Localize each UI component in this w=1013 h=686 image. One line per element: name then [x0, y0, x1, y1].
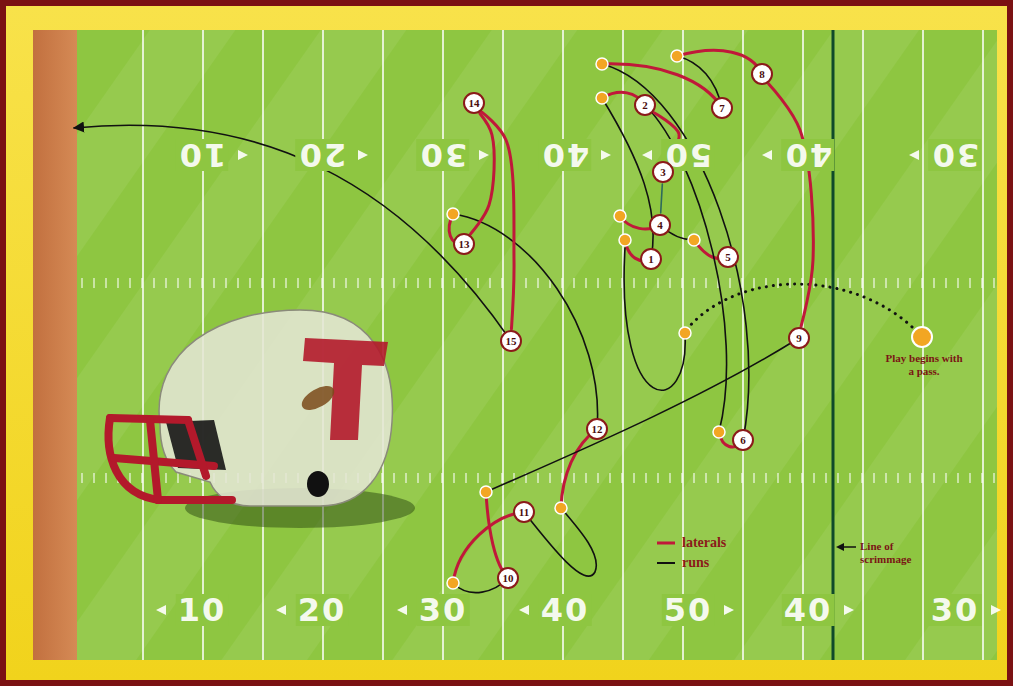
- player-number-text: 1: [648, 254, 654, 265]
- legend-text: laterals: [682, 535, 726, 551]
- player-number-text: 3: [660, 167, 666, 178]
- player-number: 8: [751, 63, 773, 85]
- player-number-text: 12: [592, 424, 603, 435]
- field-turf: [33, 30, 997, 660]
- yard-number: 30: [929, 139, 982, 171]
- legend: laterals runs: [656, 533, 726, 573]
- player-number: 6: [732, 429, 754, 451]
- helmet-illustration: [109, 310, 415, 528]
- player-number: 2: [634, 94, 656, 116]
- player-number-text: 11: [519, 507, 529, 518]
- scrimmage-label: Line of scrimmage: [860, 540, 926, 565]
- player-number: 5: [717, 246, 739, 268]
- legend-entry: laterals: [656, 533, 726, 553]
- lateral-connector: [482, 112, 514, 329]
- player-number-text: 8: [759, 69, 765, 80]
- lateral-connector: [661, 184, 663, 213]
- yard-lines: [143, 30, 983, 660]
- player-number-text: 13: [459, 239, 470, 250]
- player-number-text: 7: [719, 103, 725, 114]
- lateral-connector: [769, 84, 814, 326]
- yard-number: 20: [296, 139, 349, 171]
- player-number-text: 6: [740, 435, 746, 446]
- player-number: 15: [500, 330, 522, 352]
- player-number: 4: [649, 214, 671, 236]
- player-number-text: 14: [469, 98, 480, 109]
- turf-stripes: [33, 30, 997, 660]
- ball-carrier-dots: [447, 50, 725, 589]
- legend-line-sample: [656, 538, 676, 548]
- lateral-paths: [449, 50, 762, 583]
- legend-line-sample: [656, 558, 676, 568]
- yard-number: 40: [782, 594, 835, 626]
- yard-number: 10: [176, 139, 229, 171]
- player-number-text: 2: [642, 100, 648, 111]
- player-number: 9: [788, 327, 810, 349]
- yellow-frame: [6, 6, 1007, 680]
- player-number-text: 15: [506, 336, 517, 347]
- player-number-text: 9: [796, 333, 802, 344]
- yard-number: 30: [417, 139, 470, 171]
- player-number: 3: [652, 161, 674, 183]
- legend-entry: runs: [656, 553, 726, 573]
- end-zone: [33, 30, 77, 660]
- player-number: 11: [513, 501, 535, 523]
- yard-number: 40: [782, 139, 835, 171]
- legend-text: runs: [682, 555, 709, 571]
- player-number: 7: [711, 97, 733, 119]
- player-number: 12: [586, 418, 608, 440]
- player-number-text: 4: [657, 220, 663, 231]
- scrimmage-arrow: [836, 543, 856, 551]
- yard-number: 40: [539, 594, 592, 626]
- pass-start-dot: [912, 327, 932, 347]
- yard-number: 10: [176, 594, 229, 626]
- yard-number: 30: [929, 594, 982, 626]
- start-note: Play begins with a pass.: [884, 352, 964, 377]
- lateral-connector: [470, 113, 494, 233]
- player-number-text: 5: [725, 252, 731, 263]
- player-number: 14: [463, 92, 485, 114]
- player-number-text: 10: [503, 573, 514, 584]
- yard-number: 50: [662, 594, 715, 626]
- yard-number: 40: [539, 139, 592, 171]
- player-number: 13: [453, 233, 475, 255]
- yard-number: 30: [417, 594, 470, 626]
- player-number: 1: [640, 248, 662, 270]
- yard-number-arrows: [156, 150, 1001, 615]
- player-number: 10: [497, 567, 519, 589]
- yard-number: 20: [296, 594, 349, 626]
- scrimmage-line: [832, 30, 835, 660]
